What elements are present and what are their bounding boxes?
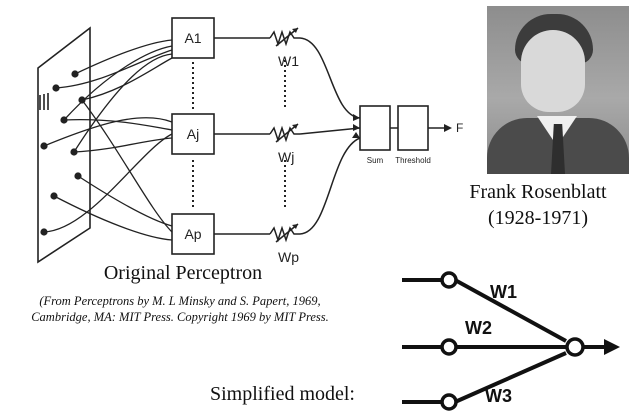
weight-wp-label: Wp [278, 249, 299, 265]
input-node-1 [440, 271, 458, 289]
caption-title: Original Perceptron [103, 262, 263, 284]
weight-wj-label: Wj [278, 149, 294, 165]
simplified-nodes [440, 271, 585, 411]
output-arrowhead [444, 124, 452, 132]
simplified-lines [402, 278, 604, 404]
threshold-box [397, 105, 429, 151]
unit-to-weight-lines [214, 37, 270, 235]
unit-ellipsis [192, 60, 286, 210]
unit-a1-label: A1 [184, 30, 201, 46]
caption-note: (From Perceptrons by M. L Minsky and S. … [31, 294, 329, 324]
sum-box [359, 105, 391, 151]
unit-aj-label: Aj [187, 126, 199, 142]
weight-w1-label: W1 [278, 53, 299, 69]
simplified-model: W1 W2 W3 [402, 271, 620, 411]
unit-ap-label: Ap [184, 226, 201, 242]
simplified-w1-label: W1 [490, 282, 517, 302]
unit-ap-box [171, 213, 215, 255]
portrait-name: Frank Rosenblatt [469, 181, 607, 203]
portrait-photo [487, 6, 629, 174]
output-label: F [456, 121, 463, 135]
threshold-label: Threshold [395, 156, 431, 165]
unit-a1-box [171, 17, 215, 59]
retina-connections [43, 39, 173, 241]
retina-plane [37, 26, 91, 264]
simplified-w3-label: W3 [485, 386, 512, 406]
portrait-years: (1928-1971) [488, 207, 588, 229]
simplified-w2-label: W2 [465, 318, 492, 338]
input-node-2 [440, 338, 458, 356]
input-node-3 [440, 393, 458, 411]
simplified-output-arrow [604, 339, 620, 355]
retina-dots [40, 70, 86, 236]
output-node [565, 337, 585, 357]
simplified-model-label: Simplified model: [210, 383, 355, 405]
weight-to-sum-lines [299, 37, 361, 235]
sum-label: Sum [367, 156, 384, 165]
